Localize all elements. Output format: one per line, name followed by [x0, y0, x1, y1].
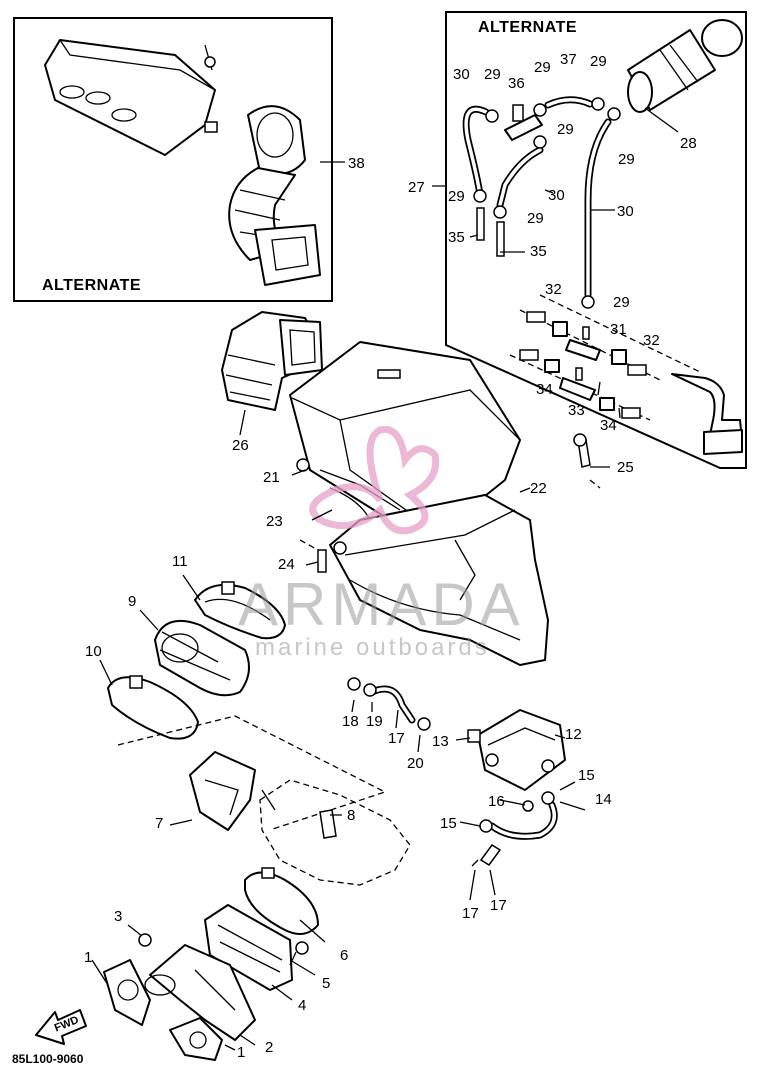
- part-1-gaskets: [103, 959, 223, 1061]
- part-22-silencer-case: [329, 494, 549, 666]
- part-36-t-joint: [504, 104, 543, 141]
- part-35-nipples: [476, 207, 505, 257]
- callout-1: 1: [84, 949, 92, 966]
- fuel-line-18-20: [347, 677, 431, 731]
- leader-lines: [91, 107, 679, 1051]
- callout-28: 28: [680, 135, 697, 152]
- guide-dashed-9-10: [117, 715, 387, 831]
- callout-21: 21: [263, 469, 280, 486]
- callout-34: 34: [600, 417, 617, 434]
- callout-labels: 38 30 29 36 29 37 29 29 29 28 27 29 30 3…: [84, 51, 697, 1061]
- callout-20: 20: [407, 755, 424, 772]
- alternate-box-right-title: ALTERNATE: [478, 19, 577, 36]
- callout-8: 8: [347, 807, 355, 824]
- part-38-alternate-silencer: [44, 39, 321, 286]
- armada-logo-mark: [309, 425, 440, 535]
- part-2-manifold: [144, 944, 256, 1041]
- callout-2: 2: [265, 1039, 273, 1056]
- part-25-26-bolts: [299, 433, 601, 573]
- part-3-5-screws: [138, 933, 309, 966]
- callout-29: 29: [590, 53, 607, 70]
- callout-30: 30: [453, 66, 470, 83]
- part-7-reed-housing: [189, 751, 256, 831]
- callout-26: 25: [617, 459, 634, 476]
- callout-18: 17: [388, 730, 405, 747]
- callout-37: 37: [560, 51, 577, 68]
- alternate-box-left-title: ALTERNATE: [42, 277, 141, 294]
- callout-24: 26: [232, 437, 249, 454]
- callout-34: 34: [536, 381, 553, 398]
- fwd-direction-arrow: FWD: [35, 1009, 87, 1045]
- alternate-box-right: ALTERNATE: [445, 11, 747, 469]
- callout-3: 3: [114, 908, 122, 925]
- callout-1: 1: [237, 1044, 245, 1061]
- armada-watermark: ARMADA marine outboards: [238, 425, 525, 661]
- part-31-34-fittings: [509, 294, 743, 455]
- callout-23: 23: [266, 513, 283, 530]
- callout-20: 19: [366, 713, 383, 730]
- callout-6: 6: [340, 947, 348, 964]
- callout-33: 33: [568, 402, 585, 419]
- callout-29: 29: [613, 294, 630, 311]
- callout-10: 10: [85, 643, 102, 660]
- callout-35: 35: [530, 243, 547, 260]
- part-11-hose-clamp: [194, 581, 286, 640]
- callout-35: 35: [448, 229, 465, 246]
- alternate-box-left: ALTERNATE: [13, 17, 333, 302]
- part-28-fitting: [627, 19, 743, 113]
- callout-32: 32: [545, 281, 562, 298]
- diagram-code: 85L100-9060: [12, 1052, 84, 1066]
- part-12-fuel-pump: [467, 709, 566, 791]
- callout-31: 31: [610, 321, 627, 338]
- callout-13: 13: [432, 733, 449, 750]
- callout-19: 18: [342, 713, 359, 730]
- fuel-hose-14-16: [471, 791, 558, 867]
- part-4-reed-valve: [204, 904, 293, 991]
- callout-15: 15: [440, 815, 457, 832]
- callout-7: 7: [155, 815, 163, 832]
- callout-12: 12: [565, 726, 582, 743]
- callout-30: 30: [548, 187, 565, 204]
- callout-36: 36: [508, 75, 525, 92]
- callout-29: 29: [618, 151, 635, 168]
- callout-29: 29: [534, 59, 551, 76]
- callout-15: 15: [578, 767, 595, 784]
- callout-25: 24: [278, 556, 295, 573]
- callout-29: 29: [448, 188, 465, 205]
- hose-30-group: [462, 96, 612, 299]
- callout-9: 9: [128, 593, 136, 610]
- part-8-crankcase: [259, 779, 411, 886]
- part-24-intake-duct: [221, 311, 323, 411]
- clip-29-group: [473, 97, 621, 309]
- part-9-joint: [154, 620, 250, 697]
- callout-30: 30: [617, 203, 634, 220]
- part-6-gasket: [244, 867, 319, 935]
- callout-32: 32: [643, 332, 660, 349]
- part-10-hose-clamp: [107, 675, 199, 740]
- callout-29: 29: [484, 66, 501, 83]
- callout-17: 17: [462, 905, 479, 922]
- callout-11: 11: [172, 553, 188, 570]
- callout-14: 14: [595, 791, 612, 808]
- callout-4: 4: [298, 997, 306, 1014]
- callout-29: 29: [557, 121, 574, 138]
- armada-wordmark: ARMADA: [238, 571, 525, 638]
- callout-27: 27: [408, 179, 425, 196]
- callout-17: 16: [488, 793, 505, 810]
- callout-38: 38: [348, 155, 365, 172]
- callout-22: 22: [530, 480, 547, 497]
- armada-tagline: marine outboards: [255, 634, 490, 661]
- callout-16: 17: [490, 897, 507, 914]
- callout-29: 29: [527, 210, 544, 227]
- callout-5: 5: [322, 975, 330, 992]
